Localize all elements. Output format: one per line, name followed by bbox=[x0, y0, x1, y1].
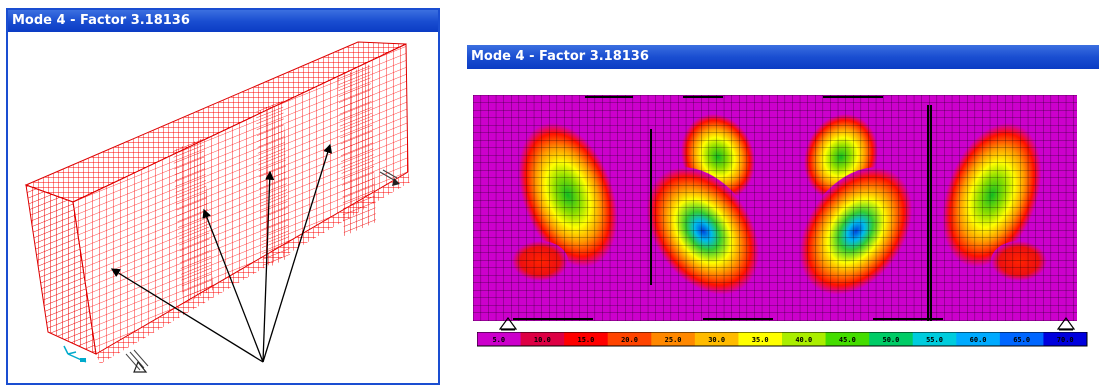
legend-label: 65.0 bbox=[1013, 336, 1030, 344]
legend-label: 70.0 bbox=[1057, 336, 1074, 344]
legend-label: 40.0 bbox=[795, 336, 812, 344]
window-title[interactable]: Mode 4 - Factor 3.18136 bbox=[467, 45, 1099, 69]
contour-plot[interactable] bbox=[473, 95, 1077, 321]
legend-label: 30.0 bbox=[708, 336, 725, 344]
legend-swatch bbox=[912, 332, 957, 346]
legend-swatch bbox=[607, 332, 652, 346]
mesh-view-window: Mode 4 - Factor 3.18136 bbox=[6, 8, 440, 385]
legend-label: 60.0 bbox=[970, 336, 987, 344]
legend-swatch bbox=[869, 332, 914, 346]
legend-swatch bbox=[738, 332, 783, 346]
legend-label: 45.0 bbox=[839, 336, 856, 344]
axis-triad-icon bbox=[63, 345, 87, 363]
mesh-stiffener-1 bbox=[173, 138, 213, 304]
element-grid bbox=[473, 95, 1077, 321]
legend-swatch bbox=[1043, 332, 1088, 346]
legend-swatch bbox=[564, 332, 609, 346]
legend-swatch bbox=[520, 332, 565, 346]
legend-swatch bbox=[999, 332, 1044, 346]
contour-color-legend: 5.0 10.0 15.0 20.0 25.0 30.0 35.0 40.0 45.0 50.0 5… bbox=[477, 332, 1088, 347]
legend-label: 50.0 bbox=[882, 336, 899, 344]
legend-swatch bbox=[694, 332, 739, 346]
legend-swatch bbox=[825, 332, 870, 346]
legend-swatch bbox=[651, 332, 696, 346]
annotation-arrows bbox=[110, 143, 333, 363]
mesh-bottom-flange bbox=[96, 172, 410, 364]
legend-label: 5.0 bbox=[492, 336, 505, 344]
support-right-icon bbox=[379, 169, 400, 186]
legend-label: 55.0 bbox=[926, 336, 943, 344]
legend-label: 20.0 bbox=[621, 336, 638, 344]
legend-label: 35.0 bbox=[752, 336, 769, 344]
legend-label: 10.0 bbox=[534, 336, 551, 344]
window-title[interactable]: Mode 4 - Factor 3.18136 bbox=[8, 10, 438, 32]
mesh-stiffener-2 bbox=[256, 100, 290, 270]
support-left-icon bbox=[499, 317, 517, 331]
legend-swatch bbox=[782, 332, 827, 346]
legend-swatch bbox=[477, 332, 522, 346]
legend-label: 15.0 bbox=[577, 336, 594, 344]
contour-view-window: Mode 4 - Factor 3.18136 bbox=[467, 45, 1099, 375]
support-right-icon bbox=[1057, 317, 1075, 331]
mesh-stiffener-3 bbox=[338, 64, 376, 236]
mesh-3d-view[interactable] bbox=[8, 32, 438, 383]
legend-label: 25.0 bbox=[665, 336, 682, 344]
legend-swatch bbox=[956, 332, 1001, 346]
support-left-icon bbox=[125, 349, 149, 373]
stiffener-lines bbox=[513, 96, 943, 321]
